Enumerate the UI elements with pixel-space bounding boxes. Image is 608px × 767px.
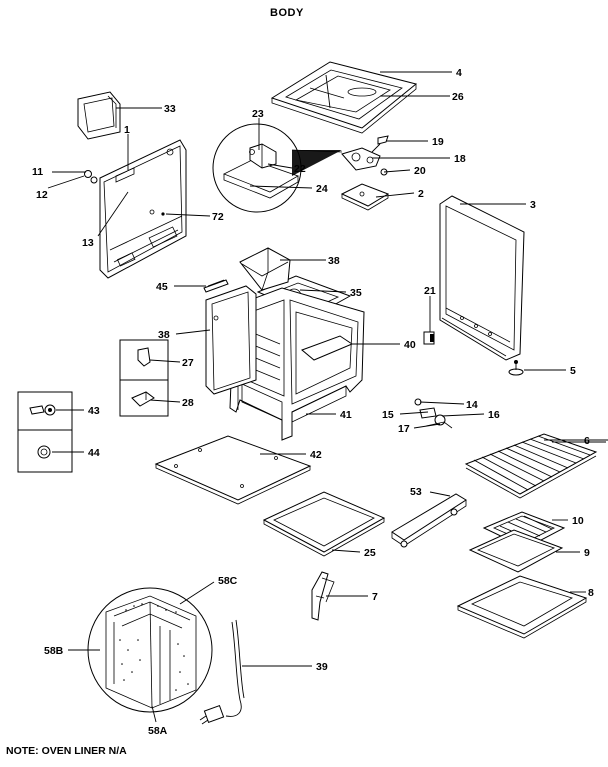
callout-58b: 58B bbox=[44, 645, 64, 657]
callout-26: 26 bbox=[452, 91, 464, 103]
callout-13: 13 bbox=[82, 237, 94, 249]
callout-40: 40 bbox=[404, 339, 416, 351]
callout-18: 18 bbox=[454, 153, 466, 165]
callout-53: 53 bbox=[410, 486, 422, 498]
callout-38-side: 38 bbox=[158, 329, 170, 341]
callout-17: 17 bbox=[398, 423, 410, 435]
callout-25: 25 bbox=[364, 547, 376, 559]
note-text: NOTE: OVEN LINER N/A bbox=[6, 745, 127, 757]
callout-42: 42 bbox=[310, 449, 322, 461]
callout-11: 11 bbox=[32, 166, 43, 178]
callout-22: 22 bbox=[294, 163, 306, 175]
callout-28: 28 bbox=[182, 397, 194, 409]
callout-38-top: 38 bbox=[328, 255, 340, 267]
callout-58c: 58C bbox=[218, 575, 238, 587]
callout-39: 39 bbox=[316, 661, 328, 673]
detail-circle-22-24 bbox=[212, 123, 343, 213]
leveling-leg-part-5 bbox=[508, 360, 524, 376]
spring-part-7 bbox=[311, 571, 335, 621]
callout-15: 15 bbox=[382, 409, 394, 421]
bracket-part-33 bbox=[77, 91, 121, 140]
insulation-detail-58 bbox=[87, 587, 213, 713]
rod-part-45 bbox=[203, 279, 229, 293]
bracket-part-2 bbox=[340, 183, 390, 211]
callout-12: 12 bbox=[36, 189, 48, 201]
leader-lines bbox=[47, 71, 608, 723]
callout-35: 35 bbox=[350, 287, 362, 299]
callout-44: 44 bbox=[88, 447, 100, 459]
side-trim-part-38 bbox=[205, 285, 257, 395]
clip-box-27-28 bbox=[119, 339, 169, 417]
side-panel-part-3 bbox=[439, 195, 525, 361]
broiler-pan-part-9 bbox=[468, 529, 564, 573]
channel-part-53 bbox=[391, 493, 467, 548]
callout-14: 14 bbox=[466, 399, 478, 411]
callout-4: 4 bbox=[456, 67, 462, 79]
callout-41: 41 bbox=[340, 409, 352, 421]
callout-2: 2 bbox=[418, 188, 424, 200]
switch-part-18 bbox=[341, 135, 389, 176]
callout-23: 23 bbox=[252, 108, 264, 120]
callout-45: 45 bbox=[156, 281, 168, 293]
callout-8: 8 bbox=[588, 587, 594, 599]
tray-part-8 bbox=[456, 575, 588, 639]
callout-19: 19 bbox=[432, 136, 444, 148]
callout-24: 24 bbox=[316, 183, 328, 195]
callout-6: 6 bbox=[584, 435, 590, 447]
callout-10: 10 bbox=[572, 515, 584, 527]
callout-1: 1 bbox=[124, 124, 130, 136]
callout-labels: 4 26 33 1 23 19 18 20 22 24 2 3 11 12 13… bbox=[32, 67, 594, 737]
screw-part-11 bbox=[84, 170, 98, 184]
fastener-box-43-44 bbox=[17, 391, 73, 473]
power-cord-part-39 bbox=[199, 619, 245, 725]
callout-27: 27 bbox=[182, 357, 194, 369]
callout-20: 20 bbox=[414, 165, 426, 177]
bottom-panel-part-42 bbox=[154, 435, 312, 505]
block-part-21 bbox=[423, 331, 435, 345]
callout-3: 3 bbox=[530, 199, 536, 211]
oven-rack-part-6 bbox=[464, 433, 598, 499]
diagram-title: BODY bbox=[270, 7, 304, 19]
cooktop-part-4 bbox=[270, 61, 418, 134]
oven-body-frame bbox=[229, 247, 365, 441]
callout-33: 33 bbox=[164, 103, 176, 115]
callout-7: 7 bbox=[372, 591, 378, 603]
callout-9: 9 bbox=[584, 547, 590, 559]
back-panel-part-1 bbox=[99, 139, 187, 279]
hinge-parts-14-17 bbox=[414, 398, 453, 429]
callout-43: 43 bbox=[88, 405, 100, 417]
callout-21: 21 bbox=[424, 285, 436, 297]
callout-16: 16 bbox=[488, 409, 500, 421]
callout-5: 5 bbox=[570, 365, 576, 377]
drawer-bottom-part-25 bbox=[262, 491, 386, 557]
callout-72: 72 bbox=[212, 211, 224, 223]
callout-58a: 58A bbox=[148, 725, 168, 737]
